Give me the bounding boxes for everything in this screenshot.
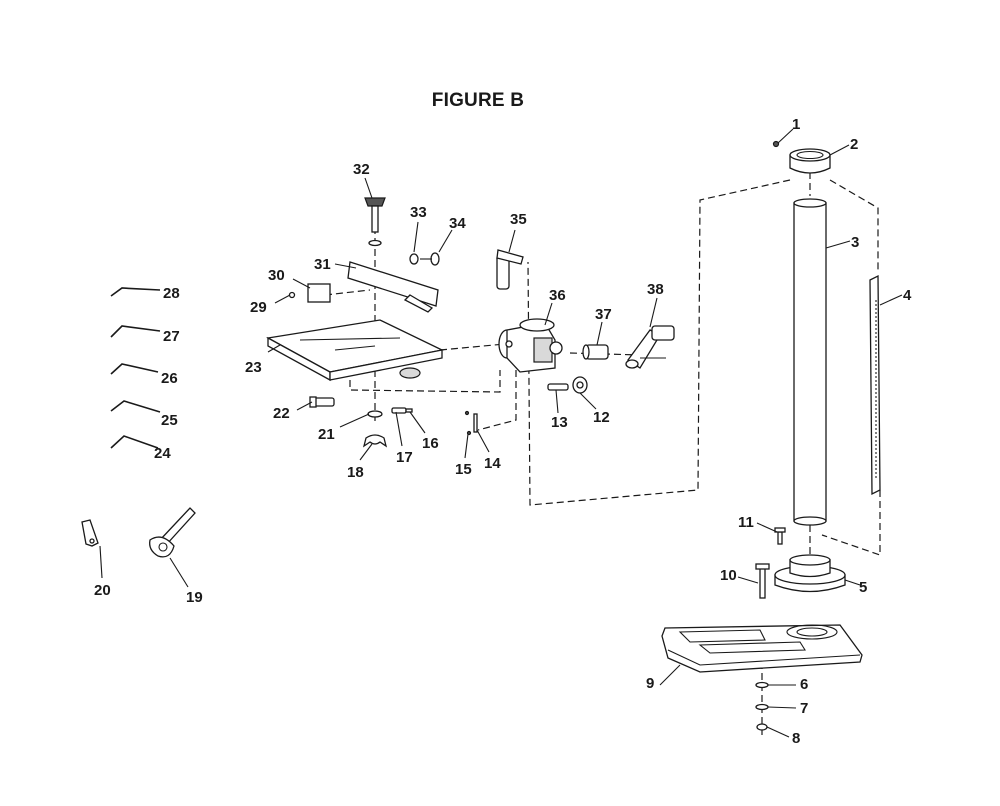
callout-labels: 1 2 3 4 5 6 7 8 9 10 11 12 13 14 15 16 1… bbox=[94, 116, 912, 747]
callout-4: 4 bbox=[903, 287, 912, 304]
callout-16: 16 bbox=[422, 435, 439, 452]
callout-6: 6 bbox=[800, 676, 808, 693]
rack-part bbox=[869, 274, 881, 496]
callout-20: 20 bbox=[94, 582, 111, 599]
pin-parts bbox=[464, 410, 478, 436]
hex-key-parts bbox=[110, 287, 161, 449]
lock-knob-part bbox=[364, 197, 386, 247]
base-part bbox=[661, 624, 863, 673]
column-base-part bbox=[774, 554, 846, 593]
callout-12: 12 bbox=[593, 409, 610, 426]
callout-21: 21 bbox=[318, 426, 335, 443]
column-collar-part bbox=[772, 140, 831, 174]
key-holder-part bbox=[81, 519, 99, 547]
callout-24: 24 bbox=[154, 445, 171, 462]
callout-8: 8 bbox=[792, 730, 800, 747]
locking-handle-part bbox=[496, 249, 524, 290]
chuck-key-part bbox=[149, 507, 196, 558]
callout-2: 2 bbox=[850, 136, 858, 153]
scale-plate-part bbox=[288, 283, 331, 303]
callout-18: 18 bbox=[347, 464, 364, 481]
bolt-22-part bbox=[309, 396, 335, 408]
bevel-bracket-part bbox=[347, 261, 439, 313]
callout-25: 25 bbox=[161, 412, 178, 429]
callout-1: 1 bbox=[792, 116, 800, 133]
bracket-washer-parts bbox=[409, 252, 440, 266]
callout-9: 9 bbox=[646, 675, 654, 692]
callout-10: 10 bbox=[720, 567, 737, 584]
callout-14: 14 bbox=[484, 455, 501, 472]
crank-shaft-part bbox=[582, 344, 609, 360]
leader-lines bbox=[99, 128, 903, 738]
callout-3: 3 bbox=[851, 234, 859, 251]
washer-21-part bbox=[367, 410, 383, 418]
callout-33: 33 bbox=[410, 204, 427, 221]
callout-29: 29 bbox=[250, 299, 267, 316]
callout-27: 27 bbox=[163, 328, 180, 345]
callout-11: 11 bbox=[738, 514, 754, 531]
callout-35: 35 bbox=[510, 211, 527, 228]
callout-32: 32 bbox=[353, 161, 370, 178]
set-screw-parts bbox=[391, 407, 413, 414]
callout-22: 22 bbox=[273, 405, 290, 422]
callout-38: 38 bbox=[647, 281, 664, 298]
figure-title: FIGURE B bbox=[431, 90, 525, 111]
callout-26: 26 bbox=[161, 370, 178, 387]
crank-handle-part bbox=[625, 325, 675, 369]
callout-28: 28 bbox=[163, 285, 180, 302]
callout-23: 23 bbox=[245, 359, 262, 376]
callout-15: 15 bbox=[455, 461, 472, 478]
callout-30: 30 bbox=[268, 267, 285, 284]
callout-19: 19 bbox=[186, 589, 203, 606]
worm-gear-parts bbox=[547, 376, 588, 394]
wing-nut-part bbox=[362, 434, 388, 448]
callout-7: 7 bbox=[800, 700, 808, 717]
table-part bbox=[266, 319, 445, 382]
callout-5: 5 bbox=[859, 579, 867, 596]
callout-31: 31 bbox=[314, 256, 331, 273]
column-part bbox=[793, 198, 827, 526]
table-support-part bbox=[498, 318, 563, 373]
bolt-parts bbox=[755, 527, 786, 599]
callout-13: 13 bbox=[551, 414, 568, 431]
callout-37: 37 bbox=[595, 306, 612, 323]
callout-36: 36 bbox=[549, 287, 566, 304]
callout-34: 34 bbox=[449, 215, 466, 232]
callout-17: 17 bbox=[396, 449, 413, 466]
